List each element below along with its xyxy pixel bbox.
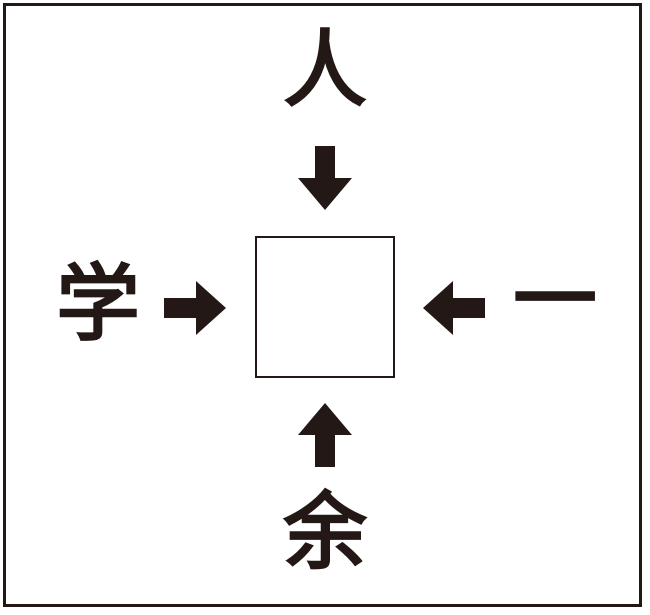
answer-box[interactable]: [255, 236, 395, 378]
arrow-right-icon: [164, 281, 226, 335]
char-top: 人: [282, 20, 367, 119]
arrow-left-icon: [423, 281, 485, 335]
arrow-up-icon: [298, 403, 352, 467]
char-right: 一: [512, 250, 597, 349]
arrow-down-icon: [298, 146, 352, 210]
char-bottom: 余: [282, 482, 367, 581]
char-left: 学: [55, 254, 140, 353]
